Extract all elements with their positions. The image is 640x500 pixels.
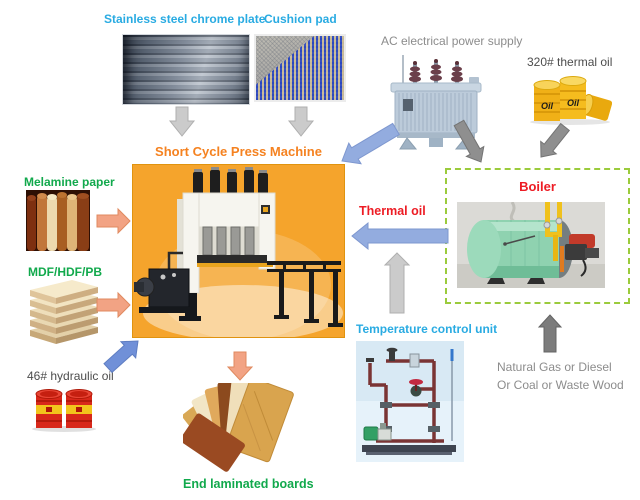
boiler-box: Boiler: [445, 168, 630, 304]
mdf-stack-image: [26, 278, 100, 344]
fuel-label-line2: Or Coal or Waste Wood: [497, 378, 624, 392]
board-1: [30, 280, 98, 304]
hydraulic-oil-label: 46# hydraulic oil: [27, 369, 114, 383]
arrow-oil320-to-boiler: [540, 122, 571, 158]
arrow-press-to-endboards: [226, 351, 254, 381]
press-machine-image: [134, 167, 343, 341]
boiler-image: [457, 202, 605, 288]
arrow-melamine-to-press: [96, 207, 131, 235]
arrow-cushion-to-press: [287, 106, 315, 137]
top-cylinders: [193, 167, 268, 197]
upright-drum-2: Oil: [559, 76, 587, 119]
press-machine-title: Short Cycle Press Machine: [155, 144, 322, 159]
arrow-fuel-to-boiler: [537, 314, 563, 353]
power-supply-label: AC electrical power supply: [381, 34, 523, 48]
cushion-pad-image: [254, 34, 346, 102]
arrow-mdf-to-press: [96, 291, 131, 319]
red-drum-1: [35, 389, 63, 428]
arrow-hydraulic-to-press: [103, 340, 139, 374]
red-drum-2: [65, 389, 93, 428]
fuel-label-line1: Natural Gas or Diesel: [497, 360, 612, 374]
drum-oil-text-1: Oil: [541, 101, 554, 111]
press-machine-panel: [132, 164, 345, 341]
thermal-oil-flow-label: Thermal oil: [359, 204, 426, 218]
melamine-paper-label: Melamine paper: [24, 175, 115, 189]
hydraulic-unit: [134, 251, 195, 313]
arrow-chrome-to-press: [168, 106, 196, 137]
transformer-bushings: [409, 59, 479, 85]
boiler-pipes: [543, 202, 564, 272]
hydraulic-oil-drums-image: [30, 384, 98, 432]
chrome-plate-image: [122, 34, 250, 105]
chrome-plate-label: Stainless steel chrome plate: [104, 12, 266, 26]
upright-drum-1: Oil: [533, 80, 561, 121]
end-boards-label: End laminated boards: [183, 477, 314, 491]
cushion-pad-label: Cushion pad: [264, 12, 337, 26]
temperature-control-image: [356, 341, 464, 462]
thermal-oil-320-label: 320# thermal oil: [527, 55, 613, 69]
thermal-oil-drums-image: Oil Oil: [528, 73, 612, 125]
end-boards-image: [183, 383, 297, 475]
tcu-red-valve: [409, 379, 434, 397]
tcu-pump: [363, 423, 392, 441]
boiler-label: Boiler: [519, 179, 556, 194]
roller-table: [267, 261, 343, 327]
temperature-control-label: Temperature control unit: [356, 322, 498, 336]
boiler-burner: [565, 234, 599, 277]
arrow-boiler-to-press: [351, 221, 449, 251]
mdf-label: MDF/HDF/PB: [28, 265, 102, 279]
press-rams: [202, 226, 255, 256]
melamine-paper-image: [26, 190, 90, 251]
arrow-tcu-to-thermal-line: [383, 252, 411, 314]
drum-oil-text-2: Oil: [567, 98, 580, 108]
transformer-image: [383, 47, 489, 151]
